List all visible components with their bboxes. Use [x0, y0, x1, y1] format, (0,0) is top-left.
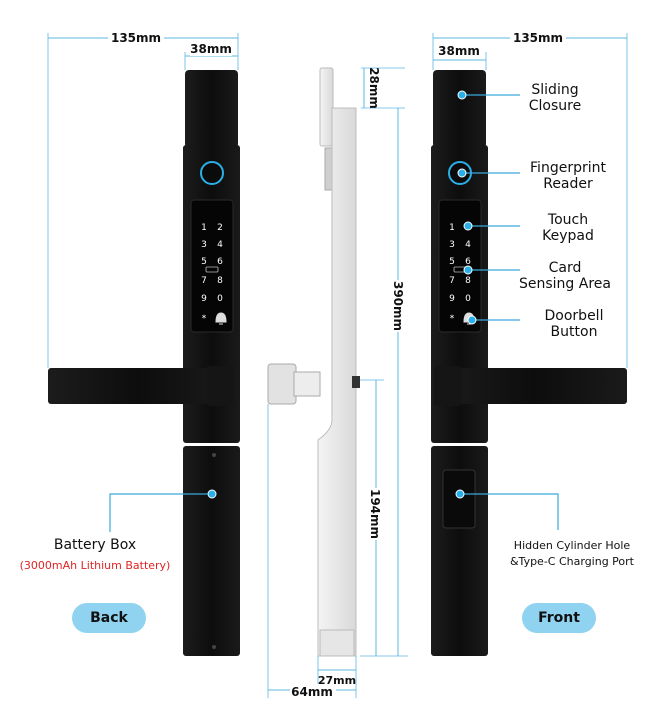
cylinder-point-icon	[455, 489, 465, 499]
dim-front-width: 135mm	[513, 31, 563, 45]
dim-side-depth-small: 27mm	[318, 674, 356, 687]
svg-text:4: 4	[217, 240, 223, 250]
back-bell-icon	[215, 312, 227, 325]
svg-text:3: 3	[449, 240, 455, 250]
svg-text:*: *	[202, 314, 207, 324]
svg-text:8: 8	[217, 276, 223, 286]
svg-text:1: 1	[201, 223, 207, 233]
label-card-1: Card	[549, 260, 582, 276]
dim-side-top: 28mm	[367, 67, 381, 109]
dim-back-top: 38mm	[190, 42, 232, 56]
label-finger-1: Fingerprint	[530, 160, 606, 176]
svg-text:6: 6	[465, 257, 471, 267]
svg-text:9: 9	[449, 294, 455, 304]
svg-text:0: 0	[465, 294, 471, 304]
svg-text:1: 1	[449, 223, 455, 233]
back-tag: Back	[72, 603, 146, 633]
label-sliding-1: Sliding	[531, 82, 578, 98]
svg-text:7: 7	[449, 276, 455, 286]
svg-text:7: 7	[201, 276, 207, 286]
front-view: 1 2 3 4 5 6 7 8 9 0 *	[431, 30, 635, 656]
battery-box-label: Battery Box	[54, 537, 136, 553]
svg-text:5: 5	[449, 257, 455, 267]
doorbell-point-icon	[467, 315, 477, 325]
dim-side-lower: 194mm	[368, 489, 382, 539]
label-sliding-2: Closure	[529, 98, 581, 114]
label-doorbell-2: Button	[551, 324, 598, 340]
label-touch-2: Keypad	[542, 228, 594, 244]
sliding-point-icon	[457, 90, 467, 100]
back-keypad: 1 2 3 4 5 6 7 8 9 0 *	[201, 223, 227, 325]
label-hidden-2: &Type-C Charging Port	[510, 555, 635, 568]
dim-front-top: 38mm	[438, 44, 480, 58]
label-doorbell-1: Doorbell	[545, 308, 604, 324]
touch-point-icon	[463, 221, 473, 231]
back-view: 1 2 3 4 5 6 7 8 9 0 * Battery Box (3000m…	[20, 30, 240, 656]
svg-text:0: 0	[217, 294, 223, 304]
label-finger-2: Reader	[543, 176, 593, 192]
battery-point-icon	[207, 489, 217, 499]
card-point-icon	[463, 265, 473, 275]
front-callouts	[462, 94, 559, 530]
side-view: 28mm 390mm 194mm 27mm 64mm	[267, 67, 408, 699]
back-fingerprint-icon	[200, 161, 224, 185]
svg-text:4: 4	[465, 240, 471, 250]
dim-side-height: 390mm	[391, 281, 405, 331]
front-tag: Front	[522, 603, 596, 633]
svg-text:8: 8	[465, 276, 471, 286]
battery-note: (3000mAh Lithium Battery)	[20, 559, 171, 572]
label-card-2: Sensing Area	[519, 276, 611, 292]
finger-point-icon	[457, 168, 467, 178]
dim-back-width: 135mm	[111, 31, 161, 45]
svg-text:*: *	[450, 314, 455, 324]
label-hidden-1: Hidden Cylinder Hole	[514, 539, 631, 552]
label-touch-1: Touch	[547, 212, 588, 228]
svg-text:9: 9	[201, 294, 207, 304]
svg-text:6: 6	[217, 257, 223, 267]
svg-text:5: 5	[201, 257, 207, 267]
svg-text:3: 3	[201, 240, 207, 250]
svg-text:2: 2	[217, 223, 223, 233]
dim-side-depth: 64mm	[291, 685, 333, 699]
